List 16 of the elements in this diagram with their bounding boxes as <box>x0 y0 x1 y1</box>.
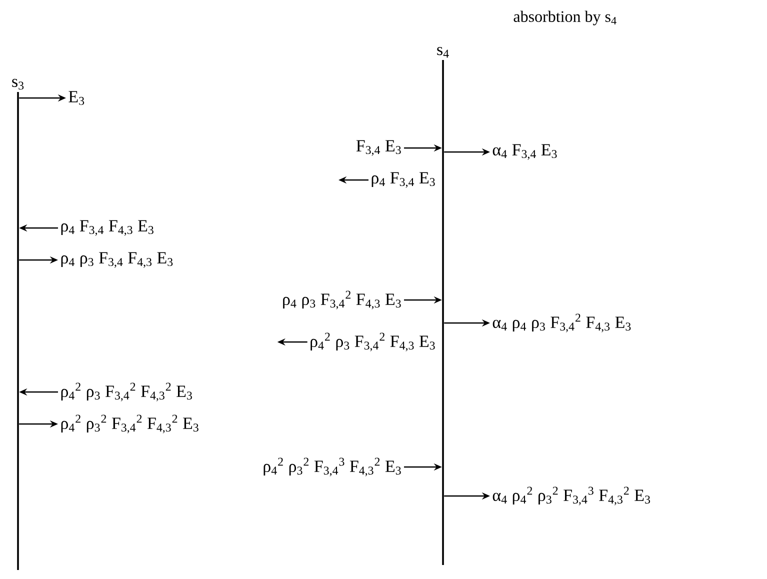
term-text: α$_{4}$ ρ$_{4}$ ρ$_{3}$ F$_{3,4}$$^{2}$ F$_{4,3}$ E$_{3}$ <box>492 314 631 332</box>
surface-line: s$_{4}$ <box>437 47 449 565</box>
term-text: ρ$_{4}$$^{2}$ ρ$_{3}$$^{2}$ F$_{3,4}$$^{2}$ F$_{4,3}$$^{2}$ E$_{3}$ <box>61 414 198 434</box>
term-text: ρ$_{4}$$^{2}$ ρ$_{3}$$^{2}$ F$_{3,4}$$^{3}$ F$_{4,3}$$^{2}$ E$_{3}$ <box>264 458 401 476</box>
term-text: ρ$_{4}$$^{2}$ ρ$_{3}$ F$_{3,4}$$^{2}$ F$_{4,3}$ E$_{3}$ <box>310 332 435 352</box>
heading-text: absorbtion by s$_{4}$ <box>514 10 616 26</box>
surface-line: s$_{3}$ <box>12 78 24 570</box>
term-text: E$_{3}$ <box>68 91 84 105</box>
term-text: ρ$_{4}$ ρ$_{3}$ F$_{3,4}$ F$_{4,3}$ E$_{3}$ <box>61 252 173 268</box>
term-text: ρ$_{4}$ F$_{3,4}$ F$_{4,3}$ E$_{3}$ <box>61 220 154 236</box>
term-text: ρ$_{4}$ F$_{3,4}$ E$_{3}$ <box>372 172 435 188</box>
term-text: ρ$_{4}$ ρ$_{3}$ F$_{3,4}$$^{2}$ F$_{4,3}$ E$_{3}$ <box>283 290 401 310</box>
term-text: α$_{4}$ F$_{3,4}$ E$_{3}$ <box>492 144 557 160</box>
term-text: α$_{4}$ ρ$_{4}$$^{2}$ ρ$_{3}$$^{2}$ F$_{3,4}$$^{3}$ F$_{4,3}$$^{2}$ E$_{3}$ <box>492 486 650 506</box>
term-text: ρ$_{4}$$^{2}$ ρ$_{3}$ F$_{3,4}$$^{2}$ F$_{4,3}$$^{2}$ E$_{3}$ <box>61 382 192 402</box>
term-text: F$_{3,4}$ E$_{3}$ <box>356 140 401 156</box>
